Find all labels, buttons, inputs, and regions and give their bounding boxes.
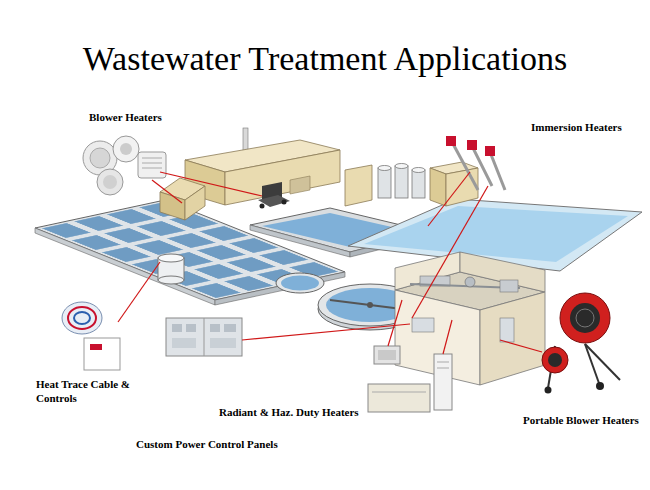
heat-trace-icons-part xyxy=(74,312,90,324)
clarifier-part xyxy=(276,273,324,293)
blower-heater-icons-part xyxy=(90,148,110,168)
silos-part xyxy=(378,168,391,198)
settling-tank-part xyxy=(250,225,350,257)
leader-lines-part xyxy=(443,320,452,354)
cutaway-building-part xyxy=(480,292,545,385)
portable-heater-icons-part xyxy=(596,382,604,390)
leader-lines-part xyxy=(152,180,182,203)
control-panel-icon-part xyxy=(166,318,242,356)
immersion-heater-icons-part xyxy=(446,136,456,146)
cutaway-building-part xyxy=(500,318,514,342)
portable-heater-icons-part xyxy=(585,344,620,380)
aeration-basins-part xyxy=(35,228,215,305)
process-building-part xyxy=(282,200,287,205)
blower-heater-icons-part xyxy=(120,143,132,155)
storage-tank-part xyxy=(158,254,184,262)
callout-label: Portable Blower Heaters xyxy=(522,414,640,428)
process-building-part xyxy=(290,176,310,194)
portable-heater-icons-part xyxy=(560,293,610,343)
control-panel-icon-part xyxy=(210,324,220,332)
leader-lines-part xyxy=(160,172,262,196)
blower-heater-icons-part xyxy=(142,158,162,159)
immersion-heater-icons xyxy=(446,136,505,190)
portable-heater-icons-part xyxy=(545,387,552,394)
utility-building-part xyxy=(430,168,446,206)
heat-trace-icons-part xyxy=(90,344,102,350)
leader-lines-part xyxy=(388,300,402,346)
utility-building-part xyxy=(446,168,478,206)
cutaway-building-part xyxy=(500,280,518,292)
silos-part xyxy=(378,166,391,171)
radiant-heater-icons-part xyxy=(434,354,452,410)
cutaway-building-part xyxy=(412,318,434,332)
blower-heater-icons-part xyxy=(142,163,162,164)
portable-heater-icons xyxy=(542,293,620,394)
immersion-heater-icons-part xyxy=(485,146,495,156)
process-building-part xyxy=(260,204,265,209)
portable-heater-icons-part xyxy=(576,309,594,327)
utility-building-part xyxy=(345,165,372,206)
radiant-heater-icons-part xyxy=(372,392,426,393)
lagoon-part xyxy=(364,206,628,262)
portable-heater-icons-part xyxy=(548,353,562,367)
control-panel-icon xyxy=(166,318,242,356)
silos-part xyxy=(412,170,425,198)
leader-lines-part xyxy=(118,262,160,322)
control-panel-icon-part xyxy=(210,338,236,348)
callout-label: Immersion Heaters xyxy=(530,121,623,135)
blower-heater-icons-part xyxy=(138,152,166,178)
radiant-heater-icons xyxy=(368,346,452,412)
control-panel-icon-part xyxy=(172,324,182,332)
radiant-heater-icons-part xyxy=(374,346,400,364)
cutaway-building-part xyxy=(460,252,545,292)
blower-heater-icons xyxy=(83,136,166,195)
silos xyxy=(378,164,425,199)
blower-heater-icons-part xyxy=(142,168,162,169)
immersion-heater-icons-part xyxy=(467,140,477,150)
blower-heater-icons-part xyxy=(103,175,117,189)
control-panel-icon-part xyxy=(186,324,196,332)
clarifier-part xyxy=(281,276,319,291)
heat-trace-icons-part xyxy=(68,307,96,329)
clarifier-part xyxy=(367,302,373,308)
heat-trace-icons-part xyxy=(62,302,102,334)
callout-label: Radiant & Haz. Duty Heaters xyxy=(218,406,360,420)
callout-label: Blower Heaters xyxy=(88,111,163,125)
utility-building xyxy=(345,162,478,206)
leader-lines-part xyxy=(242,324,410,340)
callout-label: Custom Power Control Panels xyxy=(135,438,279,452)
control-panel-icon-part xyxy=(172,338,196,348)
process-building xyxy=(160,128,340,220)
leader-lines xyxy=(118,172,542,354)
radiant-heater-icons-part xyxy=(437,362,449,363)
radiant-heater-icons-part xyxy=(437,368,449,369)
leader-lines-part xyxy=(428,172,470,226)
control-panel-icon-part xyxy=(224,324,236,332)
silos-part xyxy=(395,164,408,169)
process-building-part xyxy=(185,186,205,220)
process-building-part xyxy=(225,150,340,205)
silos-part xyxy=(412,168,425,173)
leader-lines-part xyxy=(500,340,542,352)
heat-trace-icons-part xyxy=(84,338,120,370)
radiant-heater-icons-part xyxy=(378,350,396,360)
radiant-heater-icons-part xyxy=(368,384,430,412)
control-panel-icon-part xyxy=(204,318,205,356)
blower-heater-icons-part xyxy=(97,169,123,195)
cutaway-building-part xyxy=(465,277,475,287)
leader-lines-part xyxy=(412,186,488,318)
cutaway-building xyxy=(395,252,545,385)
storage-tank-part xyxy=(158,276,184,284)
heat-trace-icons xyxy=(62,302,120,370)
silos-part xyxy=(395,166,408,198)
portable-heater-icons-part xyxy=(542,347,568,373)
immersion-heater-icons-part xyxy=(490,152,505,190)
storage-tank xyxy=(158,254,184,284)
portable-heater-icons-part xyxy=(570,303,600,333)
diagram-title: Wastewater Treatment Applications xyxy=(0,40,650,77)
callout-label: Heat Trace Cable & Controls xyxy=(35,378,145,406)
blower-heater-icons-part xyxy=(113,136,139,162)
